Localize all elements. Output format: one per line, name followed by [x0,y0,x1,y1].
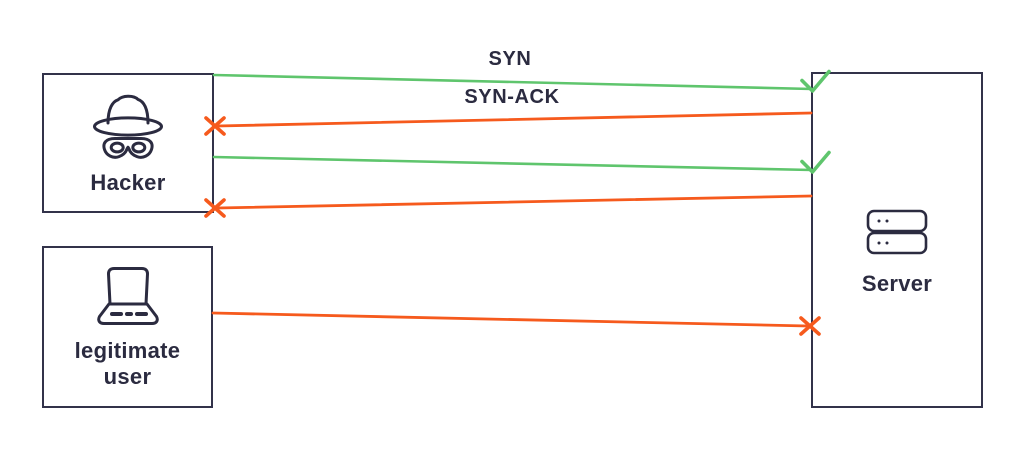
syn-ack-message-label: SYN-ACK [464,86,560,108]
hacker-spy-icon [93,94,163,159]
hacker-label: Hacker [90,170,166,196]
syn-message-label: SYN [488,48,532,70]
legit-user-request-arrow [211,311,821,336]
syn-ack-arrow-2 [204,194,813,218]
legitimate-user-label: legitimate user [74,338,181,389]
server-icon [866,209,928,255]
hacker-node: Hacker [42,73,214,213]
syn-ack-arrow-1 [204,111,813,136]
server-node: Server [811,72,983,408]
legitimate-user-node: legitimate user [42,246,213,408]
syn-arrow-2 [212,150,831,174]
laptop-icon [96,267,159,326]
server-label: Server [861,271,933,297]
